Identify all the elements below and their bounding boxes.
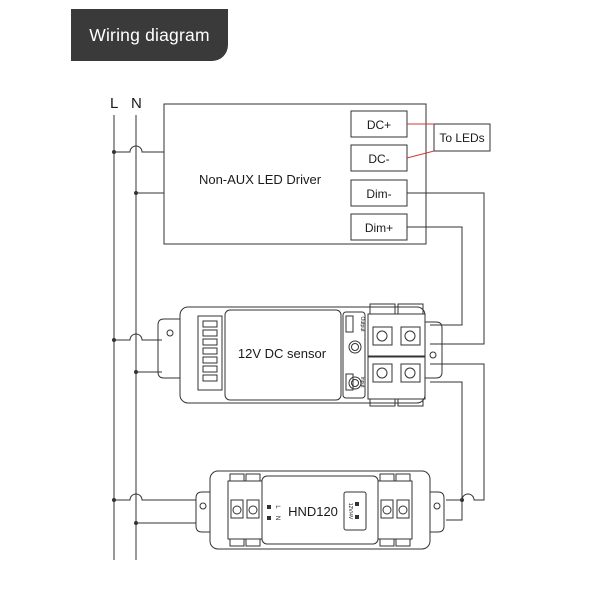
sensor-input-terminal xyxy=(367,356,426,400)
sensor-live-wire xyxy=(114,333,162,341)
led-driver-box xyxy=(163,103,427,245)
terminal-dc-minus-label: DC- xyxy=(368,152,389,166)
sensor-input-wire-b xyxy=(430,381,463,521)
neutral-rail-label: N xyxy=(131,95,142,112)
hnd-body xyxy=(209,470,431,550)
hnd-label: HND120 xyxy=(288,504,338,519)
sensor-button xyxy=(348,376,362,390)
live-rail-label: L xyxy=(110,95,118,112)
hnd-terminal-l-label: L xyxy=(274,505,280,509)
terminal-dim-minus-label: Dim- xyxy=(366,187,391,201)
diagram-title: Wiring diagram xyxy=(71,9,228,61)
driver-label: Non-AUX LED Driver xyxy=(199,172,322,187)
hnd-left-ear xyxy=(195,491,210,533)
hnd-right-terminal xyxy=(377,480,413,540)
sensor-left-ear xyxy=(157,318,180,379)
to-leds-box xyxy=(433,123,491,152)
dim-minus-wire xyxy=(407,192,485,345)
driver-live-wire xyxy=(114,145,164,153)
terminal-dim-plus-label: Dim+ xyxy=(365,221,393,235)
sensor-right-ear xyxy=(425,321,443,379)
sensor-label: 12V DC sensor xyxy=(238,346,327,361)
hnd-terminal-n-label: N xyxy=(274,516,280,520)
hnd-live-wire xyxy=(114,493,196,501)
terminal-dc-plus-label: DC+ xyxy=(367,118,391,132)
hnd-right-ear xyxy=(430,491,445,533)
sensor-dip-switch xyxy=(197,315,223,391)
sensor-output-terminal xyxy=(367,313,426,357)
dim-plus-wire xyxy=(407,226,463,326)
led-output-link xyxy=(406,123,435,159)
sensor-output-port-label: Output xyxy=(359,316,365,332)
hnd-right-port-label: 12V/4V xyxy=(347,503,353,520)
sensor-led-indicator xyxy=(348,340,362,354)
sensor-input-port-label: Input xyxy=(359,376,365,388)
to-leds-label: To LEDs xyxy=(439,131,484,145)
sensor-label-panel xyxy=(224,309,342,401)
sensor-input-wire-a xyxy=(430,363,485,501)
